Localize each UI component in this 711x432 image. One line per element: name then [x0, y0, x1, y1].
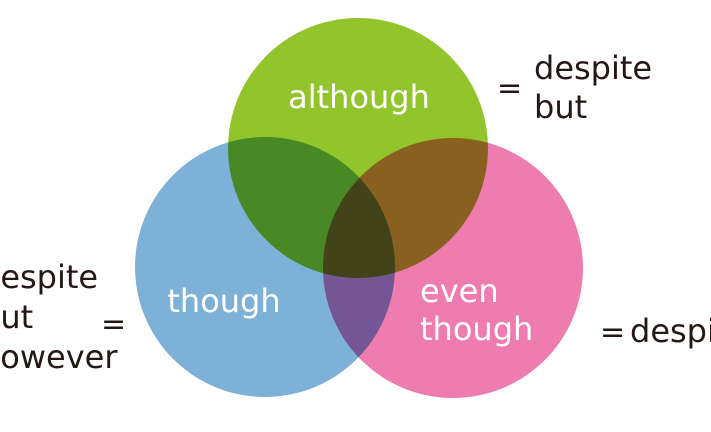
- though-synonym-3: however: [0, 338, 118, 376]
- label-even-though-line2: though: [420, 310, 533, 348]
- circles-group: [135, 18, 583, 398]
- equals-though: =: [101, 307, 126, 342]
- though-synonym-1: despite: [0, 258, 98, 296]
- label-even-though-line1: even: [420, 272, 499, 310]
- label-though: though: [167, 282, 280, 320]
- even-though-synonym-1: despite: [630, 312, 711, 350]
- equals-even-though: =: [600, 315, 625, 350]
- although-synonym-1: despite: [534, 49, 652, 87]
- although-synonym-2: but: [534, 88, 587, 126]
- circle-though: [135, 137, 395, 397]
- label-although: although: [288, 78, 430, 116]
- circle-even-though: [323, 138, 583, 398]
- though-synonym-2: but: [0, 298, 33, 336]
- equals-although: =: [497, 71, 522, 106]
